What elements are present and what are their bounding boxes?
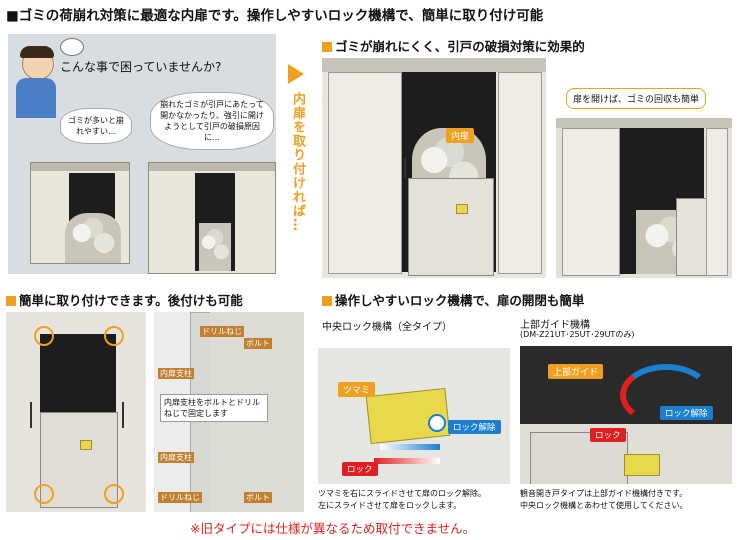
top-guide-subheading: (DM-Z21UT･25UT･29UTのみ) bbox=[520, 330, 635, 339]
bullet-square-icon bbox=[322, 296, 332, 306]
top-guide-heading: 上部ガイド機構 bbox=[520, 320, 590, 331]
arrow-right-blue-icon bbox=[380, 444, 440, 450]
callout-easy-collection: 扉を開けば、ゴミの回収も簡単 bbox=[566, 88, 707, 109]
worried-person-icon bbox=[14, 46, 58, 118]
label-bolt-bottom: ボルト bbox=[244, 492, 272, 503]
bullet-square-icon bbox=[6, 296, 16, 306]
center-lock-image bbox=[318, 348, 510, 484]
center-lock-heading: 中央ロック機構（全タイプ） bbox=[322, 322, 452, 333]
section-title-bottom-left: 簡単に取り付けできます。後付けも可能 bbox=[6, 290, 243, 309]
thought-bubble-2: 崩れたゴミが引戸にあたって開かなかったり、強引に開けようとして引戸の破損原因に… bbox=[150, 92, 274, 150]
shed-image-2 bbox=[148, 162, 276, 274]
label-pillar-description: 内扉支柱をボルトとドリルねじで固定します bbox=[160, 394, 268, 422]
center-lock-caption-1: ツマミを右にスライドさせて扉のロック解除。 bbox=[318, 489, 486, 498]
shed-image-1 bbox=[30, 162, 130, 264]
label-drill-screw-top: ドリルねじ bbox=[200, 326, 244, 337]
label-pillar-top: 内扉支柱 bbox=[158, 368, 194, 379]
center-unlock-label: ロック解除 bbox=[448, 420, 501, 434]
inner-door-tag: 内扉 bbox=[446, 128, 475, 143]
label-drill-screw-bottom: ドリルねじ bbox=[158, 492, 202, 503]
top-guide-unlock-label: ロック解除 bbox=[660, 406, 713, 420]
top-guide-caption-1: 観音開き戸タイプは上部ガイド機構付きです。 bbox=[520, 489, 688, 498]
shed-inner-door-open-image bbox=[556, 118, 732, 278]
curved-arrow-icon bbox=[620, 364, 712, 426]
page-headline: ■ゴミの荷崩れ対策に最適な内扉です。操作しやすいロック機構で、簡単に取り付け可能 bbox=[6, 8, 544, 24]
footnote-warning: ※旧タイプには仕様が異なるため取付できません。 bbox=[190, 521, 476, 536]
arrow-caption: 内扉を取り付ければ… bbox=[290, 92, 305, 232]
problem-question: こんな事で困っていませんか? bbox=[60, 60, 222, 74]
arrow-left-red-icon bbox=[374, 458, 440, 464]
label-pillar-bottom: 内扉支柱 bbox=[158, 452, 194, 463]
inner-door-front-image bbox=[6, 312, 146, 512]
knob-label: ツマミ bbox=[338, 382, 376, 397]
center-lock-label: ロック bbox=[342, 462, 378, 476]
section-title-top-right: ゴミが崩れにくく、引戸の破損対策に効果的 bbox=[322, 36, 585, 55]
top-guide-caption-2: 中央ロック機構とあわせて使用してください。 bbox=[520, 501, 688, 510]
bullet-square-icon bbox=[322, 42, 332, 52]
problem-panel: こんな事で困っていませんか? ゴミが多いと崩れやすい… 崩れたゴミが引戸にあたっ… bbox=[8, 34, 276, 274]
label-bolt-top: ボルト bbox=[244, 338, 272, 349]
section-title-bottom-right: 操作しやすいロック機構で、扉の開閉も簡単 bbox=[322, 290, 584, 309]
shed-with-inner-door-image bbox=[322, 58, 546, 278]
top-guide-label: 上部ガイド bbox=[548, 364, 604, 379]
arrow-right-icon bbox=[288, 64, 304, 84]
thought-bubble-1: ゴミが多いと崩れやすい… bbox=[60, 108, 132, 144]
center-lock-caption-2: 左にスライドさせて扉をロックします。 bbox=[318, 501, 462, 510]
speech-bubble-icon bbox=[60, 38, 84, 56]
top-guide-lock-label: ロック bbox=[590, 428, 626, 442]
